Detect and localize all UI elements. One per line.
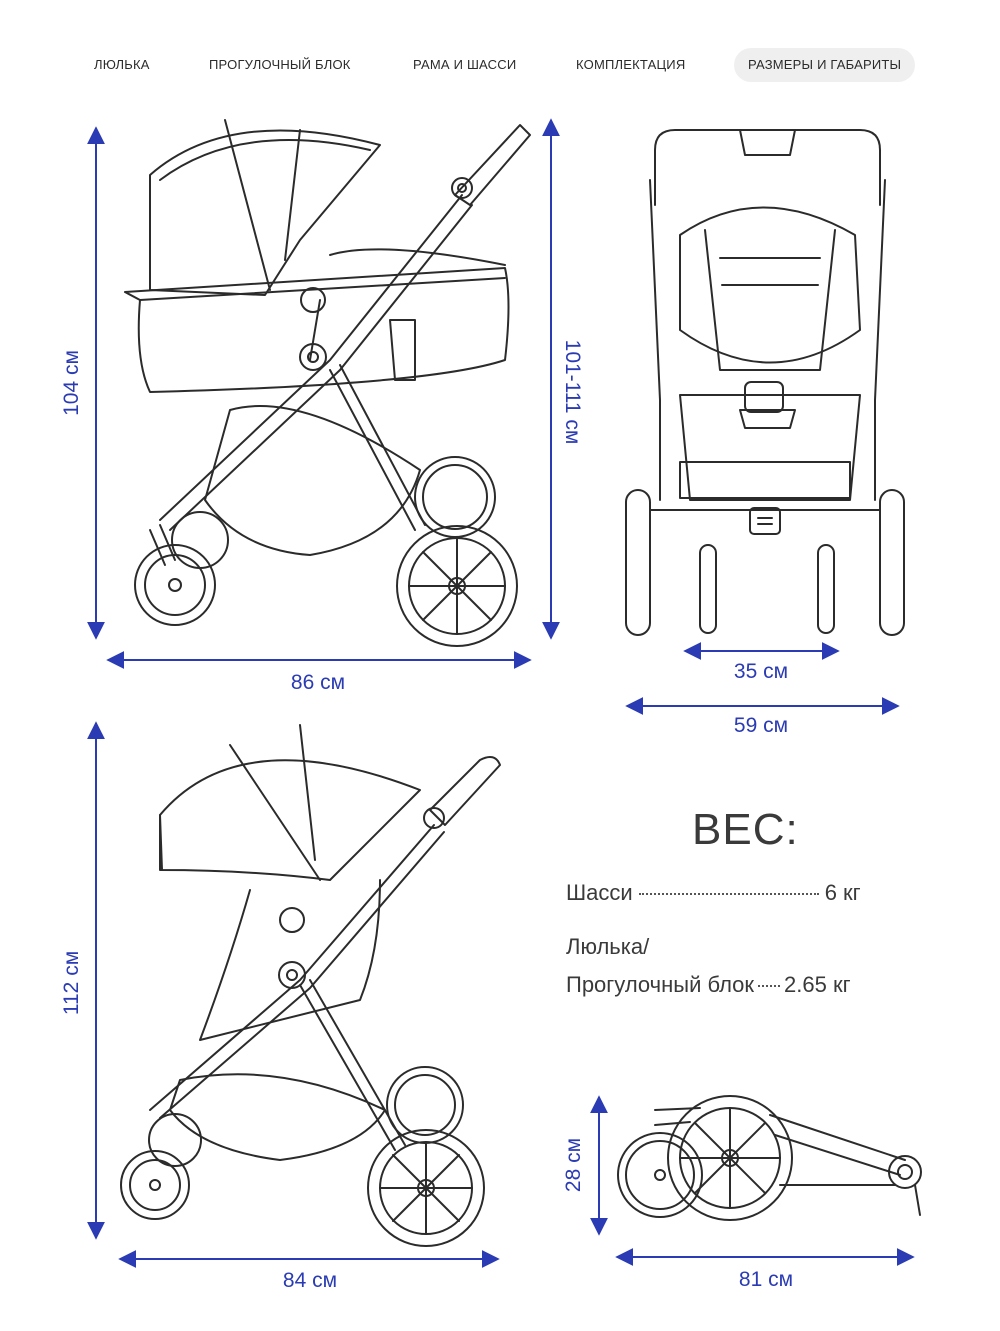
- stroller-seat-side-drawing: [120, 724, 501, 1247]
- tab-package[interactable]: КОМПЛЕКТАЦИЯ: [576, 57, 686, 72]
- tab-frame-chassis[interactable]: РАМА И ШАССИ: [413, 57, 517, 72]
- stroller-height-label: 112 см: [60, 951, 83, 1015]
- weight-block-label-line1: Люлька/: [566, 934, 650, 959]
- leader-dots: [638, 893, 819, 896]
- weight-title: ВЕС:: [692, 805, 799, 854]
- stroller-cradle-side-drawing: [124, 119, 531, 647]
- weight-block-label-line2: Прогулочный блок: [566, 972, 755, 997]
- stroller-length-label: 84 см: [283, 1269, 337, 1292]
- cradle-length-label: 86 см: [291, 671, 345, 694]
- leader-dots: [758, 985, 781, 988]
- seat-width-label: 35 см: [734, 660, 788, 683]
- weight-block-value: 2.65 кг: [784, 972, 851, 997]
- tab-stroller-block[interactable]: ПРОГУЛОЧНЫЙ БЛОК: [209, 57, 351, 72]
- weight-chassis-value: 6 кг: [824, 880, 861, 905]
- tab-cradle[interactable]: ЛЮЛЬКА: [94, 57, 150, 72]
- section-tabs: ЛЮЛЬКА ПРОГУЛОЧНЫЙ БЛОК РАМА И ШАССИ КОМ…: [0, 48, 1000, 82]
- cradle-height-label: 104 см: [60, 350, 83, 416]
- stroller-folded-drawing: [617, 1095, 922, 1221]
- handle-height-label: 101-111 см: [561, 340, 584, 445]
- folded-height-label: 28 см: [562, 1138, 585, 1192]
- stroller-front-drawing: [625, 129, 905, 636]
- folded-length-label: 81 см: [739, 1268, 793, 1291]
- tab-dimensions[interactable]: РАЗМЕРЫ И ГАБАРИТЫ: [734, 48, 916, 82]
- weight-chassis-row: Шасси 6 кг: [566, 880, 861, 906]
- weight-block-row: Прогулочный блок 2.65 кг: [566, 972, 851, 998]
- weight-chassis-label: Шасси: [566, 880, 633, 905]
- total-width-label: 59 см: [734, 714, 788, 737]
